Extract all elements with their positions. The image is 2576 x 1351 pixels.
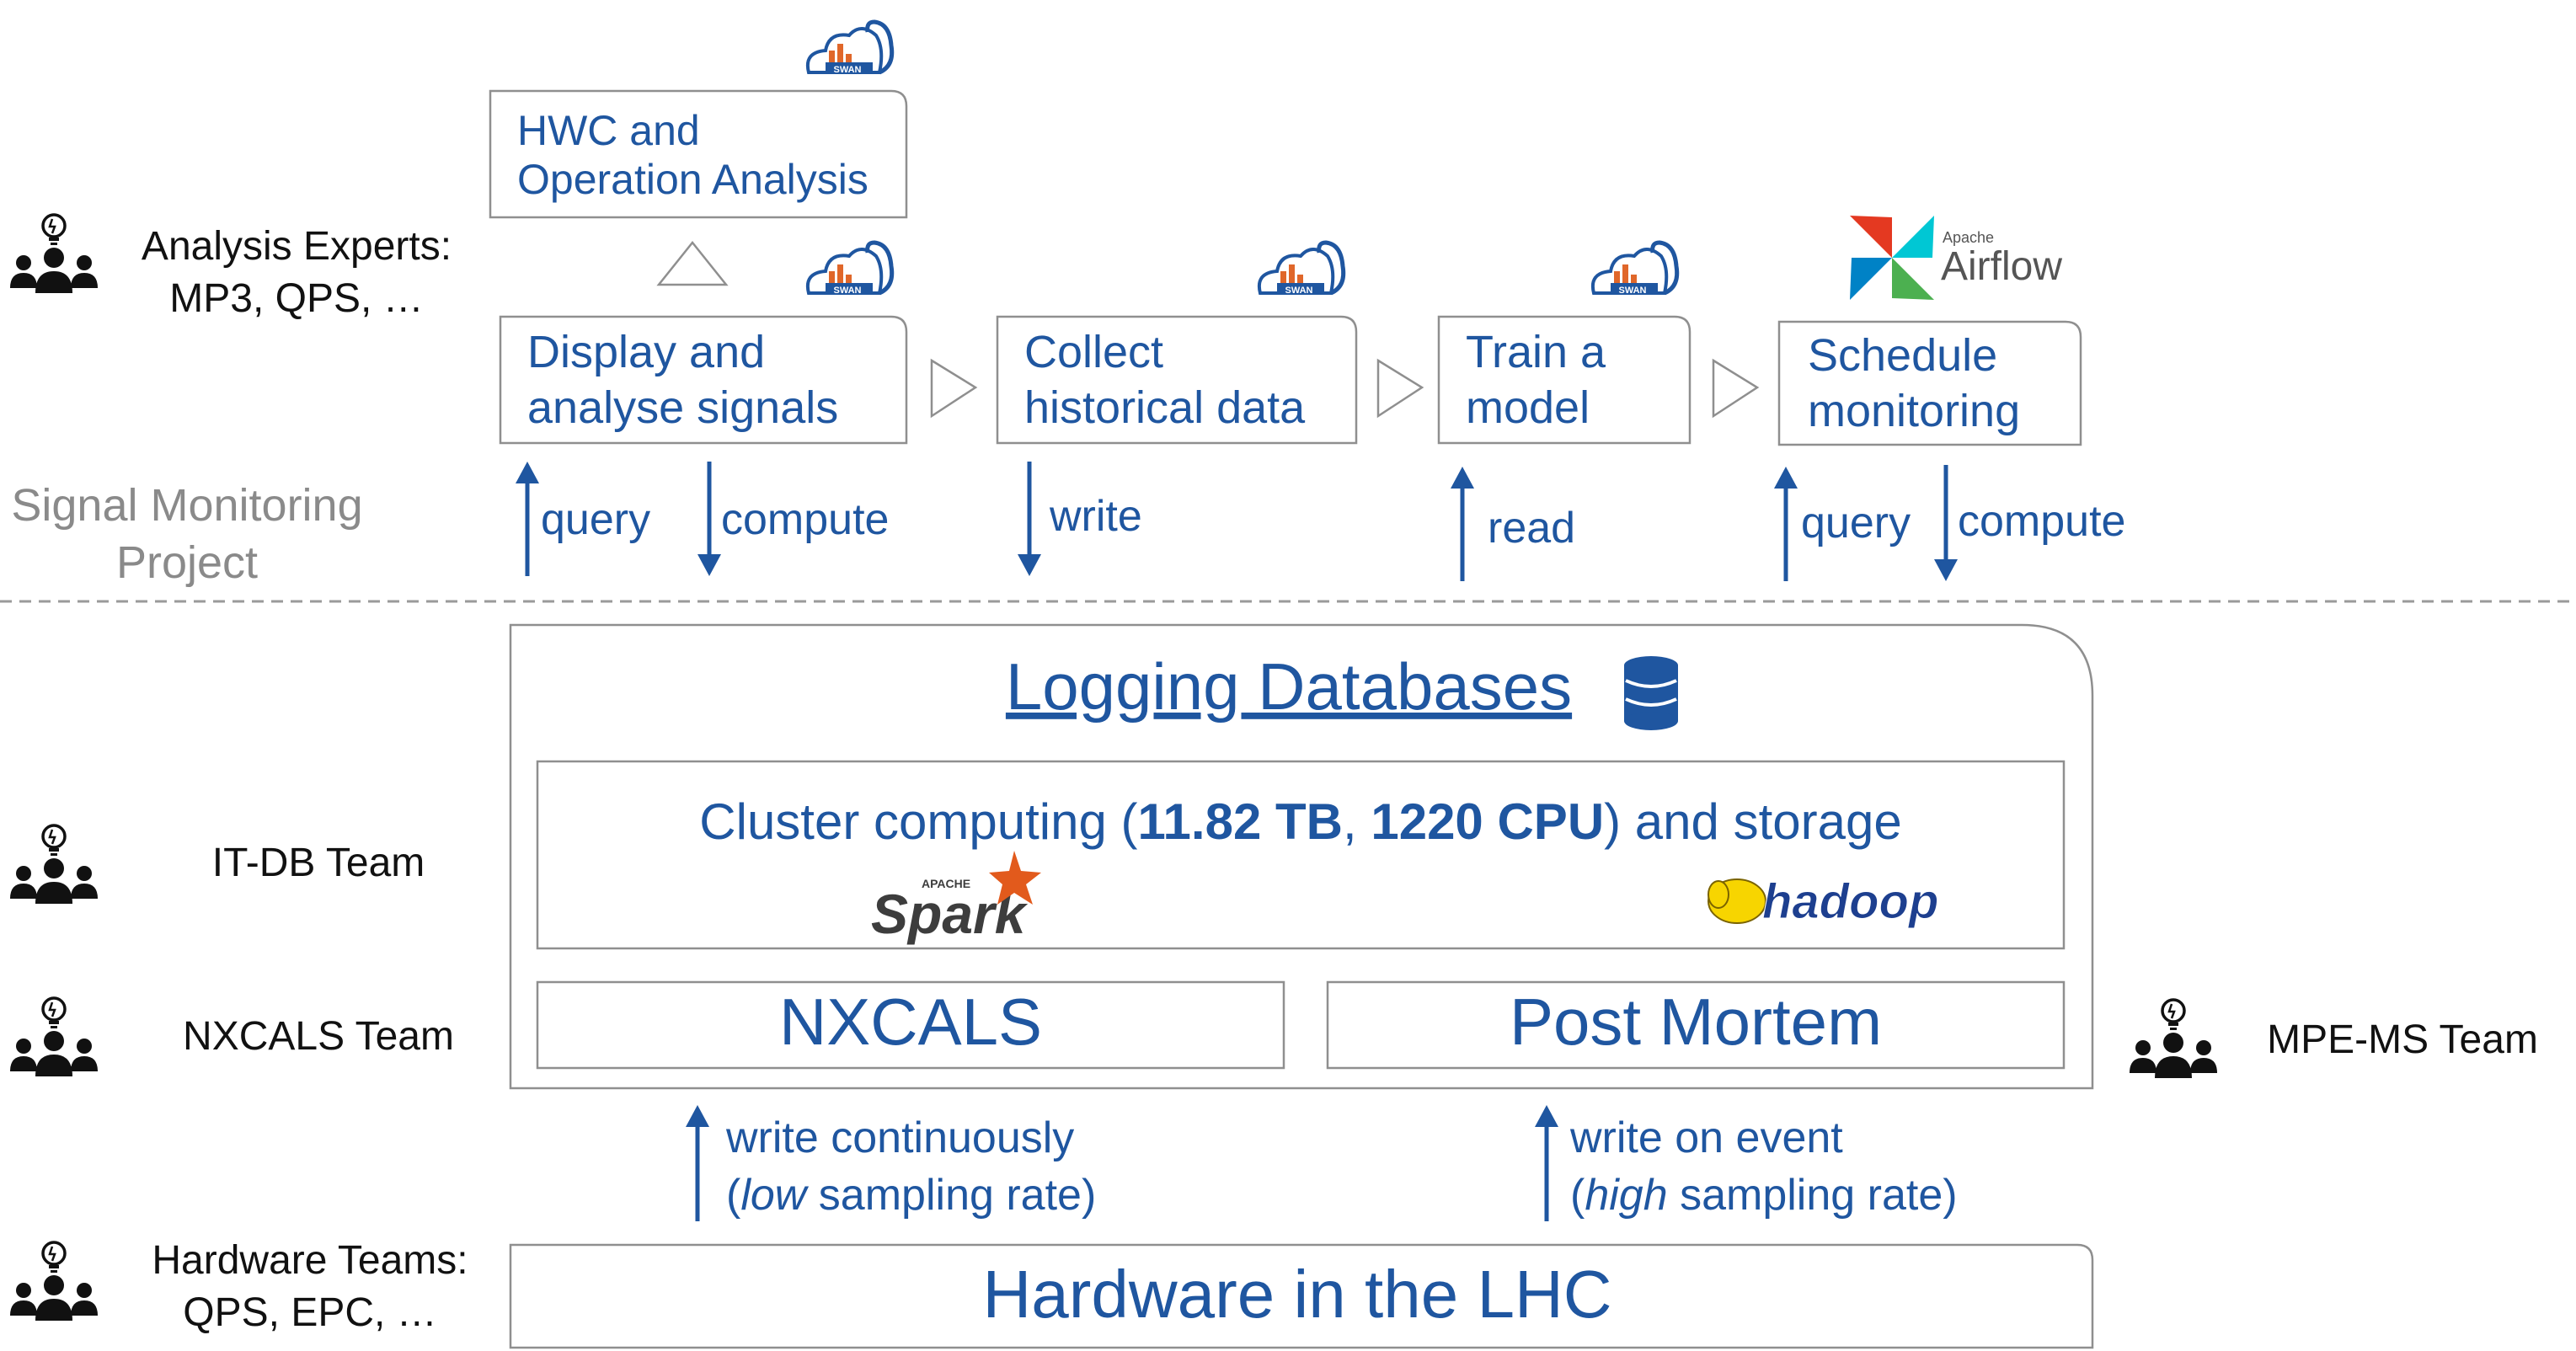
compute-arrow-down-2 xyxy=(1934,465,1958,581)
schedule-line1: Schedule xyxy=(1808,330,1997,381)
hardware-lhc-box: Hardware in the LHC xyxy=(509,1243,2094,1349)
write-continuous-arrow-up xyxy=(686,1105,709,1221)
chevron-right-icon xyxy=(1712,358,1760,419)
hwc-analysis-box: HWC and Operation Analysis xyxy=(489,89,908,219)
collect-line1: Collect xyxy=(1024,327,1163,377)
write-continuous-line1: write continuously xyxy=(725,1113,1074,1162)
airflow-logo: Apache Airflow xyxy=(1850,216,2062,300)
team-analysis-line1: Analysis Experts: xyxy=(142,224,452,269)
nxcals-box: NXCALS xyxy=(536,980,1285,1070)
team-icon xyxy=(2128,998,2219,1080)
project-label-line1: Signal Monitoring xyxy=(11,480,362,531)
display-line1: Display and xyxy=(527,327,765,377)
query-arrow-up-2 xyxy=(1774,467,1798,581)
write-event-arrow-up xyxy=(1535,1105,1558,1221)
post-mortem-label: Post Mortem xyxy=(1510,985,1882,1059)
schedule-monitoring-box: Schedule monitoring xyxy=(1777,320,2082,446)
compute-arrow-down xyxy=(697,462,721,576)
hwc-line1: HWC and xyxy=(517,107,700,154)
chevron-right-icon xyxy=(930,358,978,419)
display-analyse-box: Display and analyse signals xyxy=(499,315,908,445)
swan-logo-text: SWAN xyxy=(1619,286,1647,296)
write-label: write xyxy=(1049,492,1142,541)
team-analysis-line2: MP3, QPS, … xyxy=(169,276,423,321)
hadoop-logo: hadoop xyxy=(1708,874,1939,930)
project-label-line2: Project xyxy=(116,537,258,588)
compute-label-2: compute xyxy=(1958,497,2125,546)
collect-line2: historical data xyxy=(1024,382,1306,433)
hardware-lhc-label: Hardware in the LHC xyxy=(983,1257,1612,1332)
airflow-apache-text: Apache xyxy=(1943,229,1994,246)
team-icon xyxy=(8,213,99,295)
swan-logo-text: SWAN xyxy=(834,65,862,75)
team-icon xyxy=(8,1241,99,1322)
airflow-name-text: Airflow xyxy=(1941,244,2062,289)
logging-databases-title[interactable]: Logging Databases xyxy=(1006,649,1572,724)
compute-label: compute xyxy=(721,495,889,544)
team-hardware-line1: Hardware Teams: xyxy=(152,1238,468,1283)
up-triangle-icon xyxy=(656,240,729,286)
write-continuous-line2: (low sampling rate) xyxy=(726,1171,1096,1220)
write-arrow-down xyxy=(1018,462,1041,576)
swan-logo-text: SWAN xyxy=(1285,286,1313,296)
collect-data-box: Collect historical data xyxy=(996,315,1358,445)
hwc-line2: Operation Analysis xyxy=(517,156,868,203)
query-label: query xyxy=(541,495,650,544)
team-icon xyxy=(8,996,99,1078)
write-event-line2: (high sampling rate) xyxy=(1570,1171,1958,1220)
spark-apache-text: APACHE xyxy=(922,877,970,890)
chevron-right-icon xyxy=(1376,358,1424,419)
read-arrow-up xyxy=(1451,467,1474,581)
team-itdb-label: IT-DB Team xyxy=(212,841,425,885)
query-label-2: query xyxy=(1801,499,1911,547)
hadoop-name-text: hadoop xyxy=(1762,874,1938,929)
display-line2: analyse signals xyxy=(527,382,838,433)
cluster-computing-box: Cluster computing (11.82 TB, 1220 CPU) a… xyxy=(536,760,2066,950)
train-model-box: Train a model xyxy=(1437,315,1692,445)
database-icon xyxy=(1624,656,1678,730)
spark-logo: APACHE Spark xyxy=(871,851,1041,945)
cluster-text: Cluster computing (11.82 TB, 1220 CPU) a… xyxy=(699,793,1901,850)
nxcals-label: NXCALS xyxy=(779,985,1042,1059)
train-line2: model xyxy=(1466,382,1590,433)
team-mpems-label: MPE-MS Team xyxy=(2267,1017,2538,1062)
read-label: read xyxy=(1488,504,1575,553)
query-arrow-up xyxy=(516,462,539,576)
write-event-line1: write on event xyxy=(1569,1113,1843,1162)
train-line1: Train a xyxy=(1466,327,1606,377)
post-mortem-box: Post Mortem xyxy=(1326,980,2066,1070)
team-icon xyxy=(8,824,99,905)
schedule-line2: monitoring xyxy=(1808,386,2020,436)
team-hardware-line2: QPS, EPC, … xyxy=(183,1290,436,1335)
swan-logo-text: SWAN xyxy=(834,286,862,296)
team-nxcals-label: NXCALS Team xyxy=(183,1014,454,1059)
